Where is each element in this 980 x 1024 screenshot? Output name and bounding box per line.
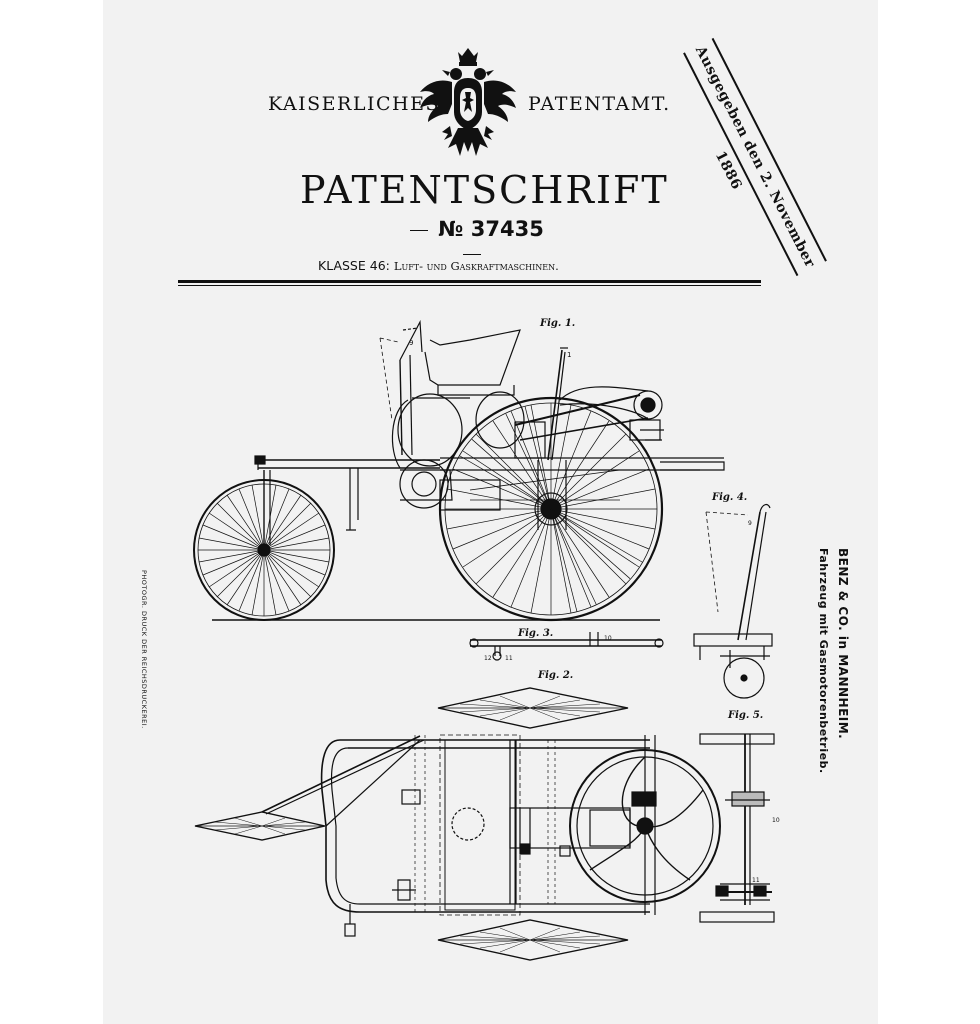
patent-number: № 37435 — [397, 217, 547, 265]
fig1-label: Fig. 1. — [540, 318, 576, 329]
fig4-label: Fig. 4. — [712, 492, 748, 503]
patent-sheet — [103, 0, 878, 1024]
fig5-detail — [699, 733, 775, 923]
fig2-label: Fig. 2. — [538, 670, 574, 681]
fig1-side-view — [193, 319, 725, 622]
ref-9-fig4: 9 — [748, 520, 752, 527]
document-title: PATENTSCHRIFT — [300, 168, 669, 212]
header-right-text: PATENTAMT. — [528, 93, 671, 115]
fig3-detail — [469, 632, 664, 661]
header-rule-thick — [178, 280, 761, 283]
ref-10-fig3: 10 — [604, 635, 612, 642]
ref-11-fig3: 11 — [505, 655, 513, 662]
header-rule-thin — [178, 285, 761, 286]
patent-class: KLASSE 46: Luft- und Gaskraftmaschinen. — [318, 258, 559, 273]
ref-10-fig5: 10 — [772, 817, 780, 824]
patent-class-description: Luft- und Gaskraftmaschinen. — [393, 259, 559, 273]
ref-9-fig1: 9 — [409, 339, 413, 347]
imperial-eagle-icon — [420, 48, 516, 156]
ref-11-fig5: 11 — [752, 877, 760, 884]
fig2-plan-view — [194, 687, 721, 961]
patent-class-prefix: KLASSE 46: — [318, 258, 390, 273]
fig3-label: Fig. 3. — [518, 628, 554, 639]
rear-wheel — [438, 396, 664, 622]
header-left-text: KAISERLICHES — [268, 93, 440, 115]
fig5-label: Fig. 5. — [728, 710, 764, 721]
ref-12-fig3: 12 — [484, 655, 492, 662]
fig4-detail — [693, 503, 773, 699]
ref-1-fig1: 1 — [567, 351, 571, 359]
